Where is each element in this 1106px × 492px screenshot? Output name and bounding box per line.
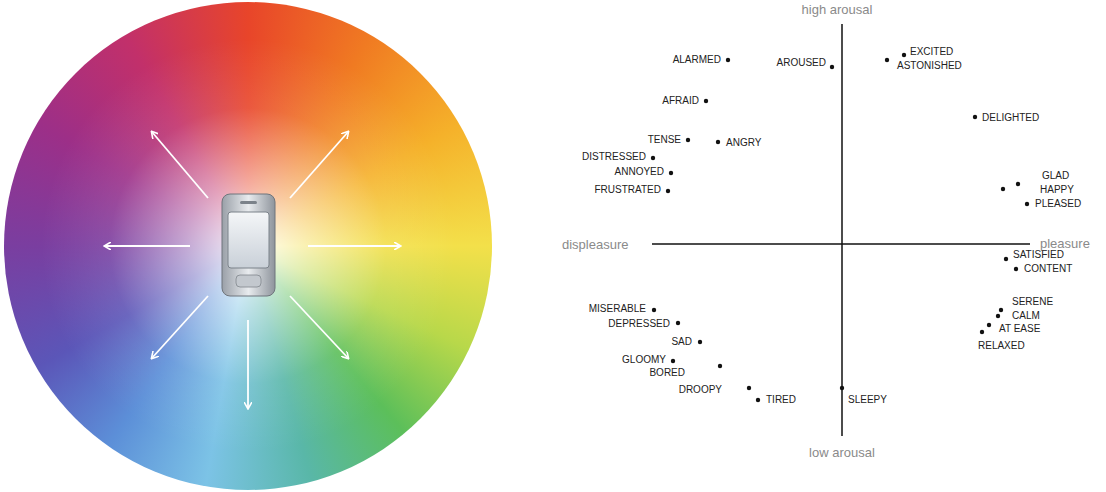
- direction-arrows: [105, 132, 400, 408]
- emotion-label: GLOOMY: [622, 354, 666, 366]
- emotion-label: MISERABLE: [589, 303, 646, 315]
- emotion-label: ANNOYED: [615, 166, 664, 178]
- emotion-label: DROOPY: [679, 384, 722, 396]
- axis-label: displeasure: [562, 237, 629, 252]
- emotion-label: RELAXED: [978, 340, 1025, 352]
- emotion-label: ASTONISHED: [897, 60, 962, 72]
- emotion-label: HAPPY: [1040, 184, 1074, 196]
- emotion-label: EXCITED: [910, 46, 953, 58]
- emotion-label: SATISFIED: [1013, 249, 1064, 261]
- emotion-label: CONTENT: [1024, 263, 1072, 275]
- emotion-label: PLEASED: [1035, 198, 1081, 210]
- emotion-label: AROUSED: [777, 57, 826, 69]
- axis-label: pleasure: [1040, 236, 1090, 251]
- emotion-label: AFRAID: [662, 95, 699, 107]
- emotion-label: SLEEPY: [848, 394, 887, 406]
- emotion-label: SERENE: [1012, 296, 1053, 308]
- axis-label: low arousal: [809, 445, 875, 460]
- emotion-label: AT EASE: [999, 323, 1040, 335]
- emotion-label: DISTRESSED: [582, 151, 646, 163]
- emotion-label: CALM: [1012, 310, 1040, 322]
- phone-icon: [222, 194, 275, 296]
- emotion-label: SAD: [671, 336, 692, 348]
- emotion-label: DEPRESSED: [608, 318, 670, 330]
- emotion-label: GLAD: [1042, 170, 1069, 182]
- emotion-label: BORED: [649, 367, 685, 379]
- emotion-label: FRUSTRATED: [595, 184, 661, 196]
- emotion-label: ALARMED: [673, 54, 721, 66]
- emotion-label: TIRED: [766, 394, 796, 406]
- emotion-label: TENSE: [648, 134, 681, 146]
- emotion-dots: [651, 53, 1029, 402]
- axes: [652, 24, 1030, 436]
- emotion-label: DELIGHTED: [982, 112, 1039, 124]
- axis-label: high arousal: [802, 2, 873, 17]
- emotion-label: ANGRY: [726, 137, 761, 149]
